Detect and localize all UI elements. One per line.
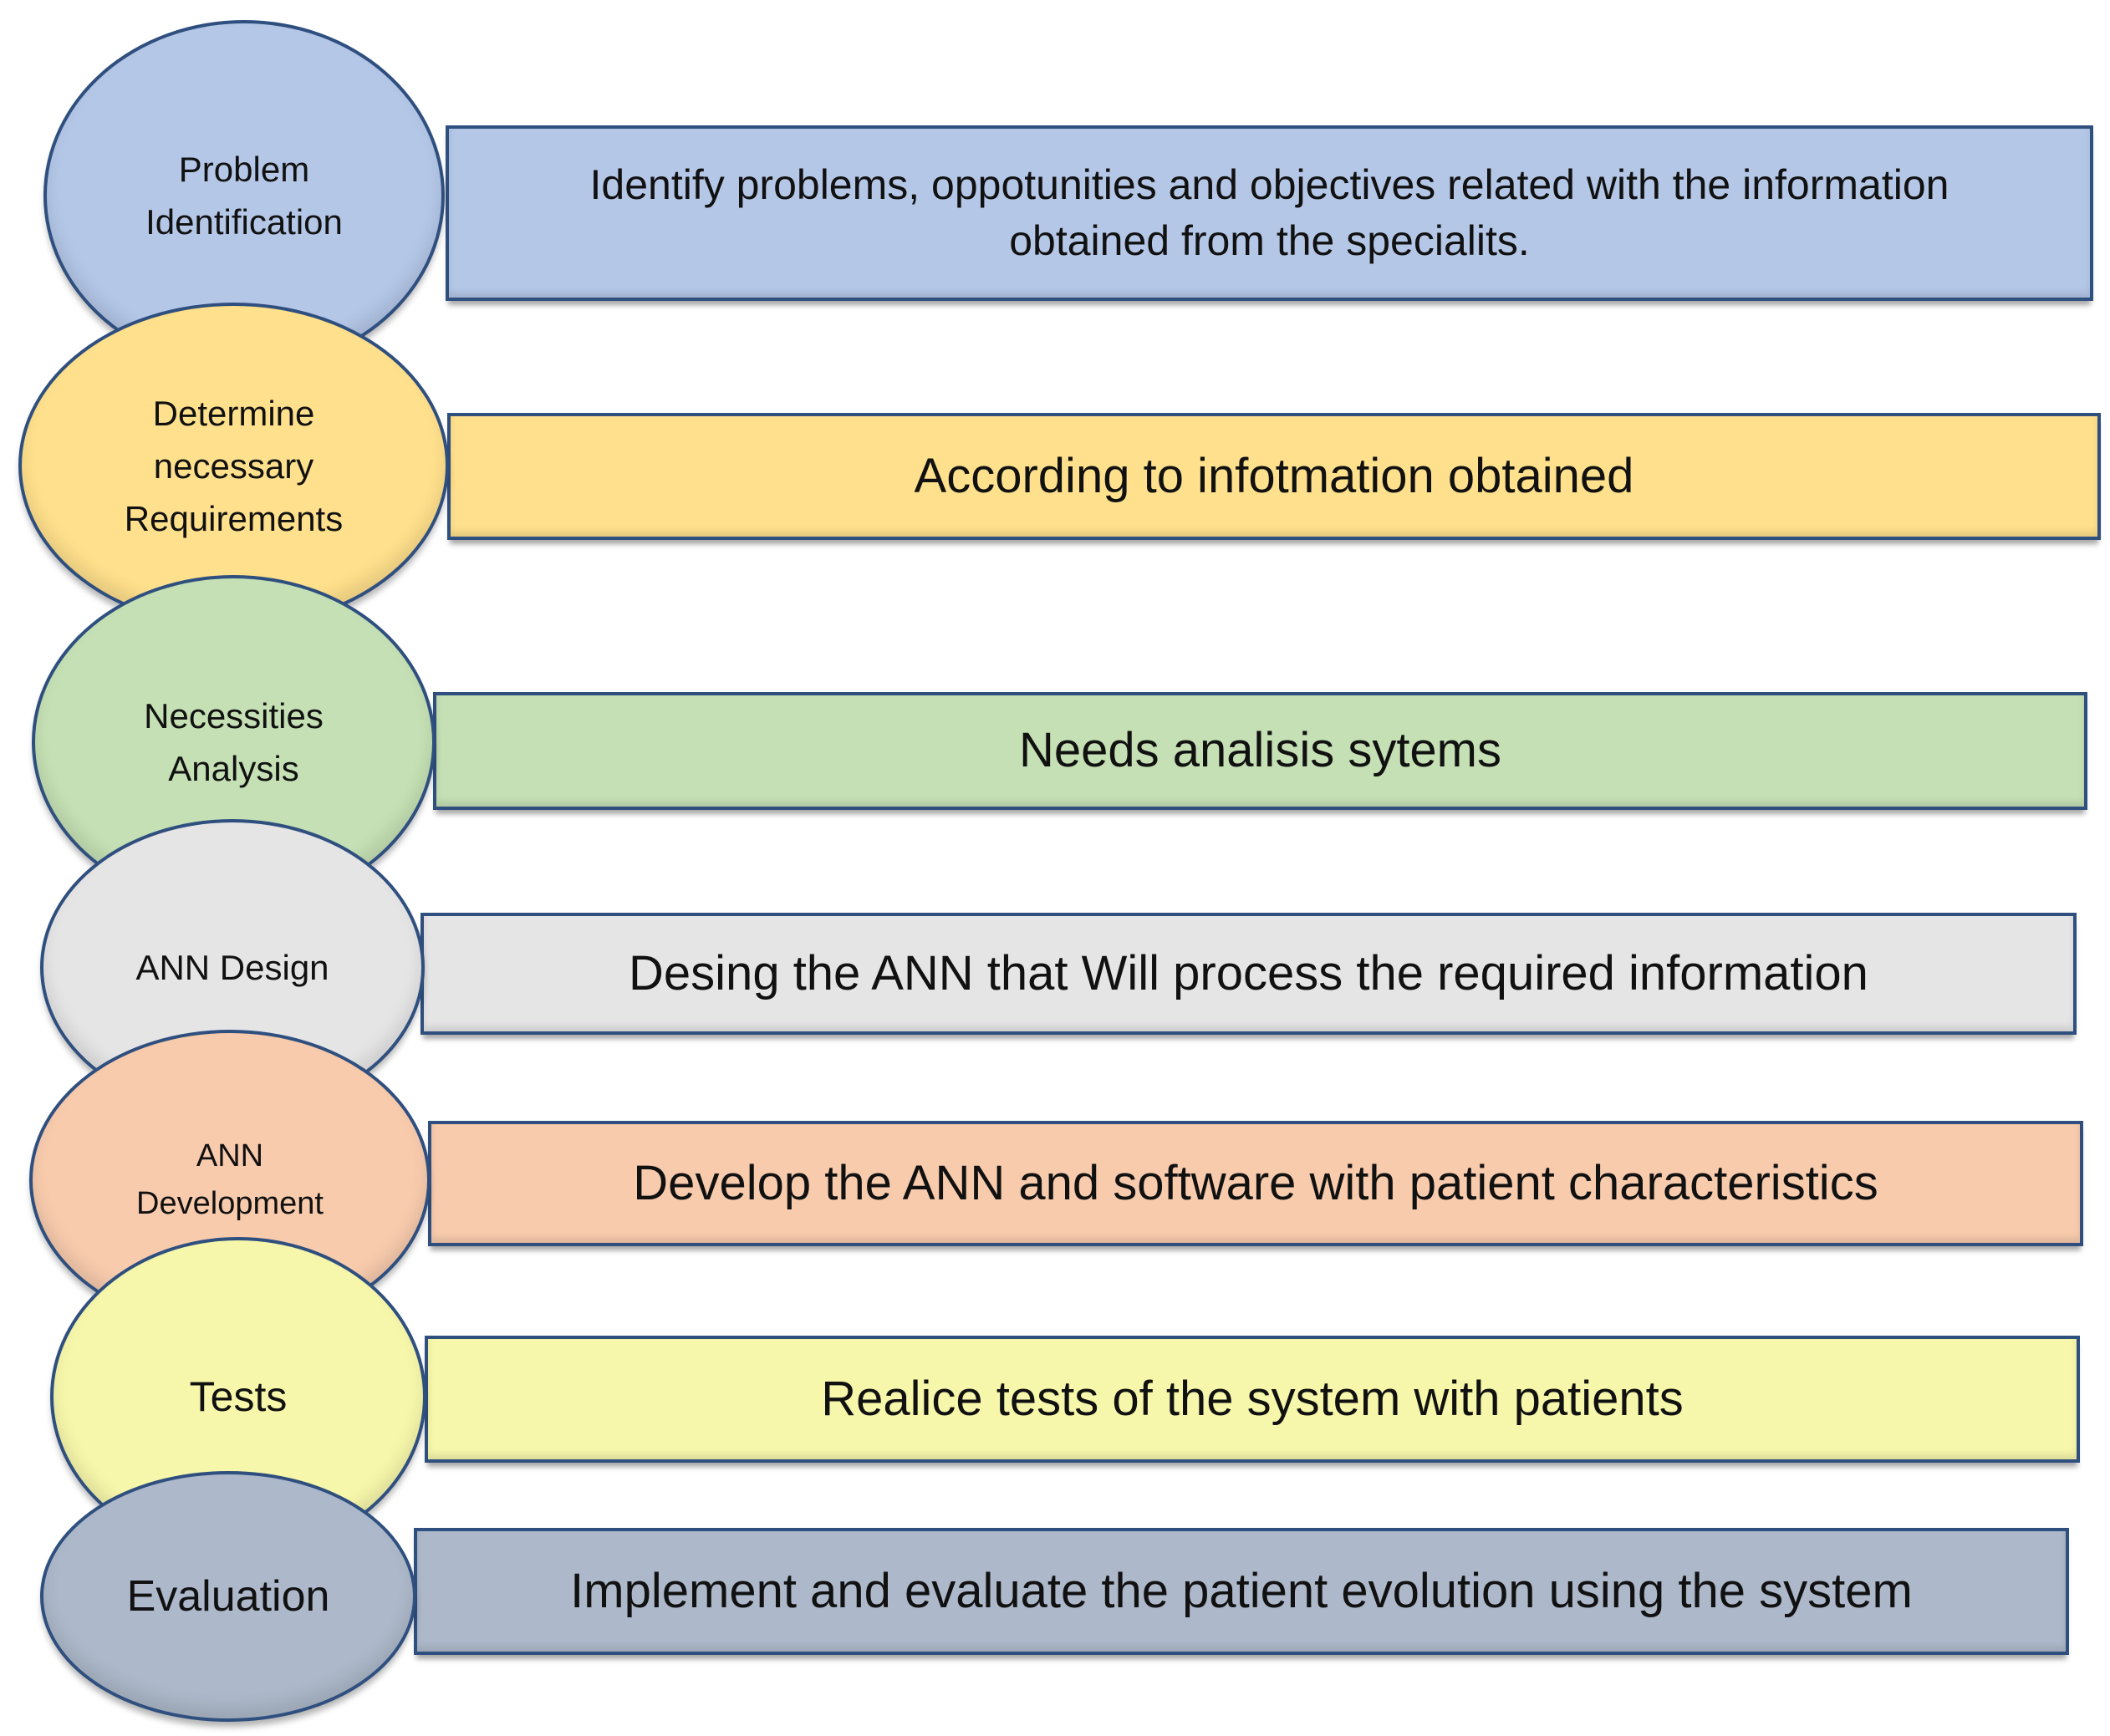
step-label: ANN Development bbox=[136, 1138, 324, 1221]
step-description-text: Develop the ANN and software with patien… bbox=[633, 1155, 1878, 1210]
step-label: Determine necessary Requirements bbox=[124, 393, 344, 538]
step-description-text: Implement and evaluate the patient evolu… bbox=[570, 1563, 1913, 1618]
step-description-text: Identify problems, oppotunities and obje… bbox=[589, 160, 1949, 265]
step-label: Problem Identification bbox=[145, 150, 343, 242]
step-description-ann-design: Desing the ANN that Will process the req… bbox=[420, 913, 2077, 1035]
step-description-necessities-analysis: Needs analisis sytems bbox=[433, 692, 2087, 810]
step-label: ANN Design bbox=[135, 948, 329, 987]
step-description-text: According to infotmation obtained bbox=[914, 448, 1634, 503]
step-description-text: Realice tests of the system with patient… bbox=[821, 1371, 1684, 1426]
step-description-text: Needs analisis sytems bbox=[1019, 723, 1501, 778]
step-description-evaluation: Implement and evaluate the patient evolu… bbox=[414, 1528, 2069, 1655]
step-label: Tests bbox=[189, 1372, 288, 1420]
step-description-ann-development: Develop the ANN and software with patien… bbox=[428, 1121, 2083, 1246]
step-description-problem-identification: Identify problems, oppotunities and obje… bbox=[446, 125, 2093, 301]
step-label: Evaluation bbox=[126, 1572, 330, 1621]
step-circle-evaluation: Evaluation bbox=[40, 1471, 416, 1722]
step-description-determine-requirements: According to infotmation obtained bbox=[447, 413, 2101, 540]
step-circle-determine-requirements: Determine necessary Requirements bbox=[18, 303, 449, 629]
step-description-text: Desing the ANN that Will process the req… bbox=[629, 945, 1868, 1000]
step-label: Necessities Analysis bbox=[144, 696, 324, 788]
step-description-tests: Realice tests of the system with patient… bbox=[425, 1336, 2080, 1463]
